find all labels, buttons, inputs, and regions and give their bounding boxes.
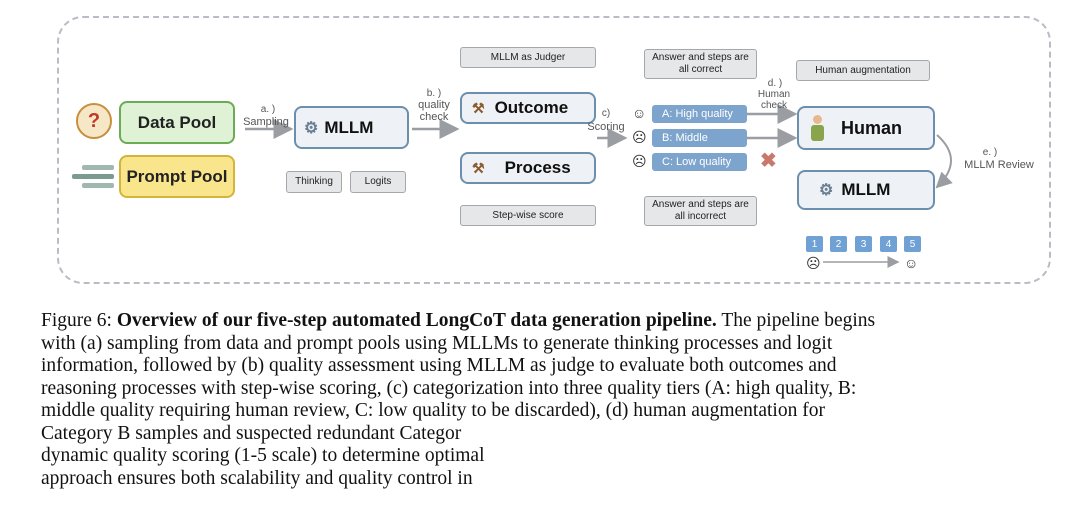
robot-icon: ⚙	[819, 182, 834, 199]
step-d-label: d. )	[767, 78, 783, 89]
diagram-frame	[57, 16, 1051, 284]
step-b-label: b. )	[426, 88, 442, 99]
caption-line-1: Figure 6: Overview of our five-step auto…	[41, 310, 1056, 333]
human-label: Human	[841, 117, 903, 138]
robot-icon: ⚙	[304, 119, 319, 137]
happy-face-icon: ☺	[632, 105, 647, 121]
gavel-icon: ⚒	[472, 99, 485, 116]
caption-line-2: with (a) sampling from data and prompt p…	[41, 332, 833, 354]
question-bubble-icon: ?	[76, 103, 112, 139]
arrow-mllm-review	[935, 134, 953, 189]
all-incorrect-chip: Answer and steps are all incorrect	[644, 196, 757, 226]
step-e-text: MLLM Review	[964, 159, 1034, 171]
step-e-label: e. )	[982, 147, 998, 158]
arrows-layer	[245, 104, 953, 268]
tier-a-pill: A: High quality	[652, 105, 747, 123]
sad-face-icon: ☹	[632, 153, 647, 169]
step-a-label: a. )	[260, 104, 276, 115]
mllm-box: ⚙ MLLM	[294, 106, 409, 149]
step-a-text: Sampling	[243, 116, 289, 128]
thinking-chip: Thinking	[286, 171, 342, 193]
step-b-text1: quality	[418, 99, 450, 111]
stepwise-score-chip: Step-wise score	[460, 205, 596, 226]
caption-title: Overview of our five-step automated Long…	[116, 310, 717, 331]
outcome-box: ⚒ Outcome	[460, 92, 596, 124]
scale-4: 4	[880, 236, 897, 252]
caption-line-7: dynamic quality scoring (1-5 scale) to d…	[41, 445, 485, 466]
tier-c-pill: C: Low quality	[652, 153, 747, 171]
caption-line-8: approach ensures both scalability and qu…	[41, 467, 473, 489]
caption-line1-rest: The pipeline begins	[721, 310, 876, 331]
all-incorrect-line2: all incorrect	[674, 211, 727, 222]
human-box: Human	[797, 106, 935, 150]
discard-x-icon: ✖	[760, 150, 777, 172]
all-incorrect-line1: Answer and steps are	[652, 199, 749, 210]
caption-line-5: middle quality requiring human review, C…	[41, 400, 825, 421]
scale-2: 2	[830, 236, 847, 252]
step-c-text: Scoring	[587, 121, 625, 133]
caption-fade-overlay	[590, 430, 1080, 514]
step-c-label: c)	[601, 108, 611, 119]
process-box: ⚒ Process	[460, 152, 596, 184]
human-augmentation-chip: Human augmentation	[796, 60, 930, 81]
gavel-icon: ⚒	[472, 159, 485, 176]
step-b-text2: check	[419, 111, 449, 123]
mllm-label: MLLM	[324, 117, 374, 137]
step-d-text1: Human	[757, 89, 791, 100]
all-correct-line1: Answer and steps are	[652, 52, 749, 63]
all-correct-line2: all correct	[678, 64, 723, 75]
logits-chip: Logits	[350, 171, 406, 193]
neutral-face-icon: ☹	[632, 129, 647, 145]
sad-face-icon: ☹	[806, 255, 821, 271]
caption-line-4: reasoning processes with step-wise scori…	[41, 377, 857, 399]
step-d-text2: check	[760, 100, 788, 111]
tier-b-pill: B: Middle	[652, 129, 747, 147]
mllm-review-box: ⚙ MLLM	[797, 170, 935, 210]
outcome-label: Outcome	[494, 98, 569, 117]
happy-face-icon: ☺	[904, 255, 919, 271]
caption-line-3: information, followed by (b) quality ass…	[41, 355, 837, 376]
caption-label: Figure 6:	[41, 310, 112, 331]
mllm-review-label: MLLM	[841, 180, 891, 199]
mllm-judger-chip: MLLM as Judger	[460, 47, 596, 68]
figure-caption: Figure 6: Overview of our five-step auto…	[41, 310, 1056, 490]
person-icon	[809, 115, 825, 141]
scale-1: 1	[806, 236, 823, 252]
all-correct-chip: Answer and steps are all correct	[644, 49, 757, 79]
caption-line-6: Category B samples and suspected redunda…	[41, 422, 462, 444]
data-pool-box: Data Pool	[119, 101, 235, 144]
prompt-pool-box: Prompt Pool	[119, 155, 235, 198]
scale-5: 5	[904, 236, 921, 252]
prompt-lines-icon	[72, 165, 114, 189]
process-label: Process	[504, 158, 571, 177]
scale-3: 3	[855, 236, 872, 252]
